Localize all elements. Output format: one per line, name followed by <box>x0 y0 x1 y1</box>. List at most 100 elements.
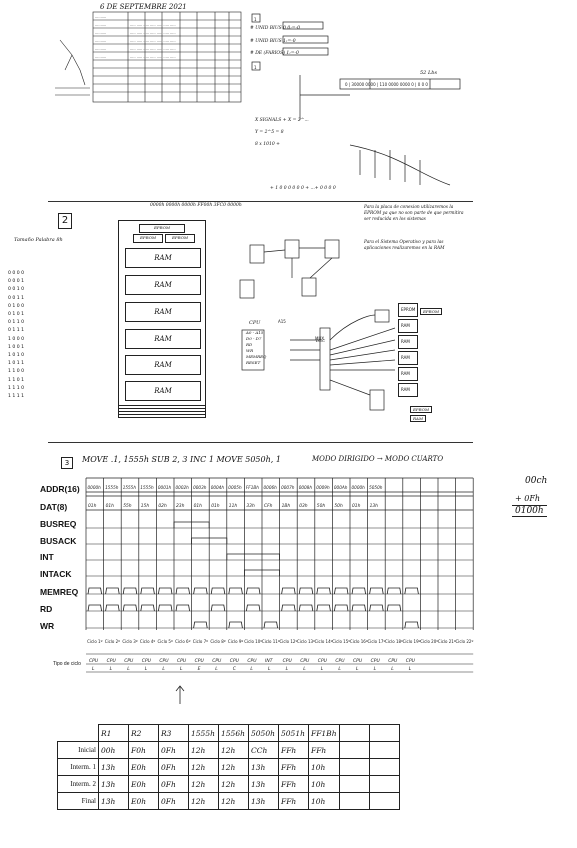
cycle-type: CPU <box>335 658 345 664</box>
svg-text:..........: .......... <box>95 55 106 59</box>
header-5051h: 5051h <box>278 724 309 742</box>
addr-value: 0002h <box>176 485 190 490</box>
busack-pulse <box>191 537 228 544</box>
svg-text:..........: .......... <box>95 39 106 43</box>
table-cell: 00h <box>98 741 129 759</box>
cycle-label: Ciclo 22º <box>455 639 473 644</box>
table-cell: 13h <box>248 792 279 810</box>
cycle-type-sub: L <box>321 666 324 672</box>
addr-value: FF1Bh <box>246 485 259 490</box>
dat-value: 11h <box>229 503 238 509</box>
table-cell: FFh <box>278 758 309 776</box>
memreq-pulse <box>140 587 155 595</box>
memreq-pulse <box>404 587 419 595</box>
header-r3: R3 <box>158 724 189 742</box>
sig-int: INT <box>40 552 54 562</box>
cpu-pin-wr: WR <box>246 348 254 353</box>
cycle-type: CPU <box>388 658 398 664</box>
map-stripes <box>119 403 205 417</box>
dat-value: 55h <box>123 503 132 509</box>
table-cell: FFh <box>278 775 309 793</box>
cycle-label: Ciclo 8º <box>210 639 225 644</box>
cycle-label: Ciclo 20º <box>420 639 438 644</box>
memreq-pulse <box>105 587 120 595</box>
header-ff1bh: FF1Bh <box>308 724 340 742</box>
chip-eprom-bottom: EPROM <box>410 406 432 413</box>
chip-list: EPROM RAM RAM RAM RAM RAM <box>398 303 419 397</box>
svg-text:..........: .......... <box>95 47 106 51</box>
svg-text:..........: .......... <box>95 23 106 27</box>
rd-pulse <box>140 604 155 612</box>
table-cell: 12h <box>188 775 219 793</box>
sig-dat: DAT(8) <box>40 502 68 512</box>
dat-value: 03h <box>299 503 308 509</box>
dat-value: CFh <box>264 503 273 509</box>
svg-text:1: 1 <box>254 65 257 70</box>
cycle-type-sub: L <box>215 666 218 672</box>
memreq-pulse <box>210 587 226 595</box>
cycle-label: Ciclo 10º <box>244 639 262 644</box>
wr-pulse <box>404 621 419 629</box>
section1-mem-label: 52 Lbs <box>420 70 438 76</box>
register-table: R1 R2 R3 1555h 1556h 5050h 5051h FF1Bh I… <box>57 724 400 810</box>
section1-conclusion: + 1 0 0 0 0 0 0 + ...+ 0 0 0 0 <box>270 186 336 191</box>
cycle-type-sub: L <box>409 666 412 672</box>
cycle-type: INT <box>265 658 274 664</box>
section1-pal-line-2: # UNID BIUS 1:=-0 <box>250 39 296 44</box>
dat-value: 01h <box>211 503 220 509</box>
svg-text:..... ..... ..... ..... .....: ..... ..... ..... ..... ..... ..... ....… <box>130 23 176 27</box>
section3-number: 3 <box>61 457 73 469</box>
rd-pulse <box>386 604 402 612</box>
wr-pulse <box>228 621 243 629</box>
rd-pulse <box>351 604 366 612</box>
cycle-label: Ciclo 11º <box>262 639 280 644</box>
table-cell: 12h <box>218 741 249 759</box>
register-table-corner <box>57 724 99 742</box>
cycle-type-sub: E <box>198 666 201 672</box>
cycle-label: Ciclo 9º <box>228 639 243 644</box>
cycle-label: Ciclo 16º <box>350 639 368 644</box>
dat-value: 01h <box>352 503 361 509</box>
addr-value: 1555h <box>123 485 137 490</box>
ram-block-1: RAM <box>125 248 201 268</box>
header-empty-2 <box>368 724 400 742</box>
chip-ram-bottom: RAM <box>410 415 426 422</box>
address-list: 0 0 0 0 0 0 0 1 0 0 1 0 0 0 1 1 0 1 0 0 … <box>8 270 24 401</box>
svg-text:1: 1 <box>254 17 257 22</box>
addr-value: 0007h <box>281 485 295 490</box>
wr-pulse <box>263 621 278 629</box>
addr-value: 1555h <box>140 485 154 490</box>
ram-block-2: RAM <box>125 275 201 295</box>
cycle-type-sub: L <box>92 666 95 672</box>
table-cell: 12h <box>218 758 249 776</box>
table-cell: 13h <box>98 792 129 810</box>
addr-1: 0 0 0 1 <box>8 279 25 285</box>
addr-5: 0 1 0 1 <box>8 312 25 318</box>
svg-text:A15: A15 <box>278 319 286 324</box>
page-date: 6 DE SEPTEMBRE 2021 <box>100 3 187 11</box>
memory-map: EPROM EPROM EPROM RAM RAM RAM RAM RAM RA… <box>118 220 206 418</box>
cycle-type-sub: L <box>110 666 113 672</box>
addr-2: 0 0 1 0 <box>8 287 25 293</box>
cycle-label: Ciclo 14º <box>315 639 333 644</box>
chip-4: RAM <box>398 367 419 381</box>
addr-value: 0008h <box>299 485 313 490</box>
cycle-type: CPU <box>89 658 99 664</box>
cycle-label: Ciclo 12º <box>279 639 297 644</box>
addr-7: 0 1 1 1 <box>8 328 25 334</box>
chip-0: EPROM <box>398 303 419 317</box>
cpu-pin-data: D0 - D7 <box>246 336 262 341</box>
cpu-pins: A0 - A15 D0 - D7 RD WR MEMREQ RESET <box>246 330 276 366</box>
table-row: Interm. 1 13h E0h 0Fh 12h 12h 13h FFh 10… <box>57 758 400 776</box>
table-cell-empty <box>338 792 370 810</box>
addr-10: 1 0 1 0 <box>8 353 25 359</box>
table-cell-empty <box>338 775 370 793</box>
table-cell: FFh <box>278 792 309 810</box>
table-cell: 12h <box>188 758 219 776</box>
cycle-type: CPU <box>212 658 222 664</box>
svg-text:..... ..... ..... ..... .....: ..... ..... ..... ..... ..... ..... ....… <box>130 31 176 35</box>
memreq-pulse <box>228 587 243 595</box>
rd-pulse <box>158 604 173 612</box>
cycle-label: Ciclo 17º <box>367 639 385 644</box>
